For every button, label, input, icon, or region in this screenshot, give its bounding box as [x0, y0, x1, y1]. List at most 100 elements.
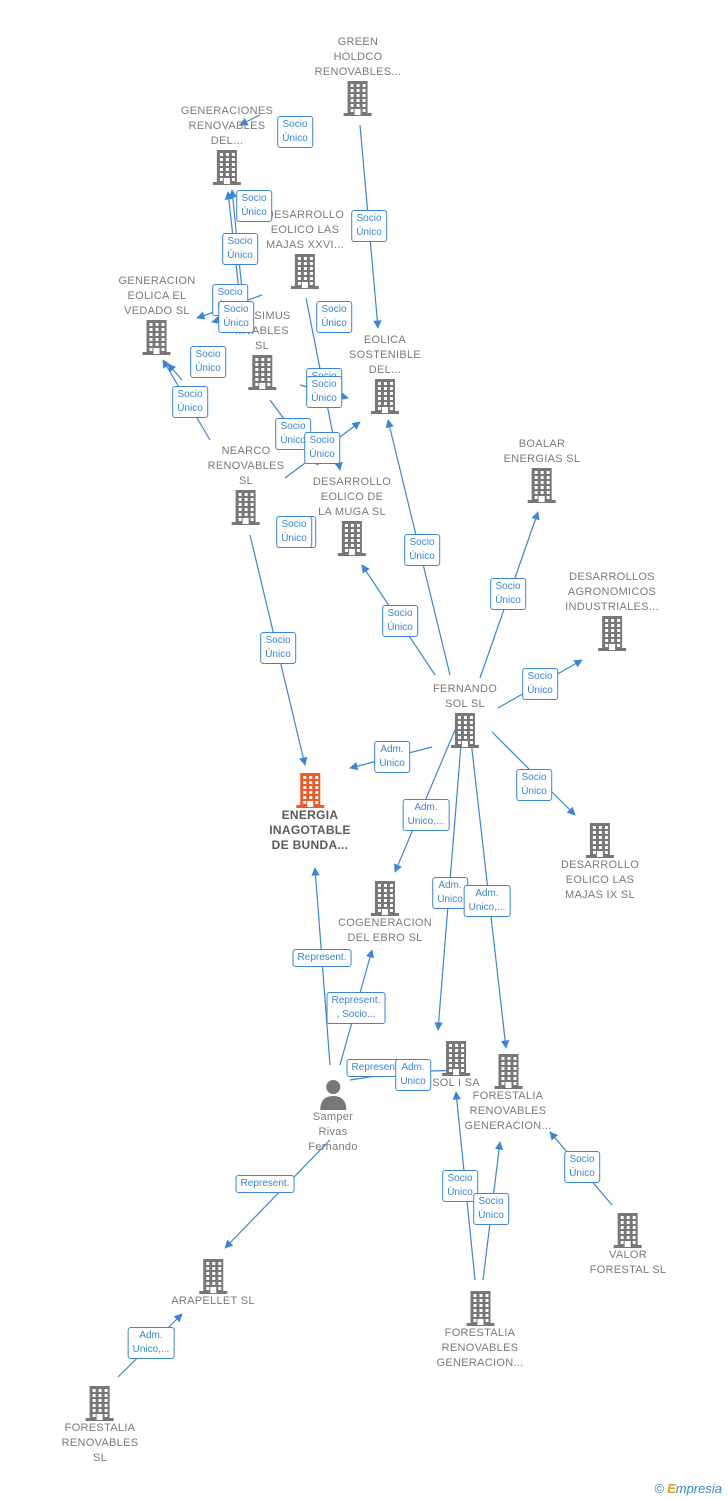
building-icon — [494, 1054, 522, 1089]
edge-label-line: , Socio... — [336, 1009, 376, 1020]
edge-label-line: Socio — [569, 1154, 595, 1165]
edge-label-line: Único — [195, 363, 221, 374]
edge-label[interactable]: Represent. — [235, 1175, 295, 1193]
node-label-line: Samper — [312, 1111, 354, 1123]
node-label-line: COGENERACION — [337, 917, 433, 929]
edge-label-line: Único — [356, 227, 382, 238]
node-label-line: EOLICA — [363, 334, 407, 346]
edge-label[interactable]: Adm.Unico,... — [463, 885, 511, 917]
edge-label-line: Adm. — [139, 1330, 163, 1341]
node-label-line: FORESTALIA — [472, 1090, 544, 1102]
node-label-line: DESARROLLO — [560, 859, 640, 871]
building-icon — [598, 616, 626, 651]
building-icon — [370, 379, 399, 414]
node-label-line: SL — [92, 1452, 108, 1464]
person-icon — [320, 1080, 346, 1110]
node-label-line: DEL EBRO SL — [347, 932, 423, 944]
node-sol-i[interactable]: SOL I SA — [432, 1040, 480, 1091]
node-label-line: ENERGIAS SL — [503, 453, 581, 465]
node-label-line: INAGOTABLE — [269, 823, 351, 837]
edge-label-line: Socio — [521, 772, 547, 783]
edge-label-line: Adm. — [401, 1062, 425, 1073]
edge-label-line: Único — [280, 435, 306, 446]
edge-label[interactable]: Adm.Unico,... — [402, 799, 450, 831]
building-icon — [295, 773, 324, 808]
edge-label-line: Único — [478, 1210, 504, 1221]
edge-label[interactable]: Adm.Unico — [374, 741, 410, 773]
node-arapellet[interactable]: ARAPELLET SL — [171, 1258, 255, 1309]
edge-label[interactable]: Adm.Unico — [395, 1059, 431, 1091]
edge-label-line: Único — [311, 393, 337, 404]
edge-label[interactable]: Adm. Unico,... — [127, 1327, 175, 1359]
edge-label[interactable]: Represent. — [292, 949, 352, 967]
edge-label-line: Único — [223, 318, 249, 329]
edge-label-line: Socio — [387, 608, 413, 619]
node-label-line: GENERACION... — [464, 1120, 552, 1132]
edge-label-line: Socio — [217, 287, 243, 298]
building-icon — [451, 713, 479, 748]
node-label: ARAPELLET SL — [171, 1294, 255, 1309]
node-label-line: EOLICO LAS — [565, 874, 635, 886]
edge-label-line: Socio — [223, 304, 249, 315]
node-label-line: DE BUNDA... — [271, 838, 349, 852]
edge-label-line: Socio — [321, 304, 347, 315]
edge-label-line: Socio — [409, 537, 435, 548]
edge-label[interactable]: Represent., Socio... — [326, 992, 386, 1024]
node-label-line: DESARROLLO — [265, 209, 345, 221]
edge-label-line: Único — [409, 551, 435, 562]
building-icon — [614, 1213, 642, 1248]
edge-label-line: Unico,... — [132, 1344, 170, 1355]
edge-label-line: Adm. — [475, 888, 499, 899]
node-cogeneracion[interactable]: COGENERACION DEL EBRO SL — [338, 880, 432, 946]
building-icon — [199, 1259, 227, 1294]
edge-label[interactable]: Adm.Unico — [432, 877, 468, 909]
